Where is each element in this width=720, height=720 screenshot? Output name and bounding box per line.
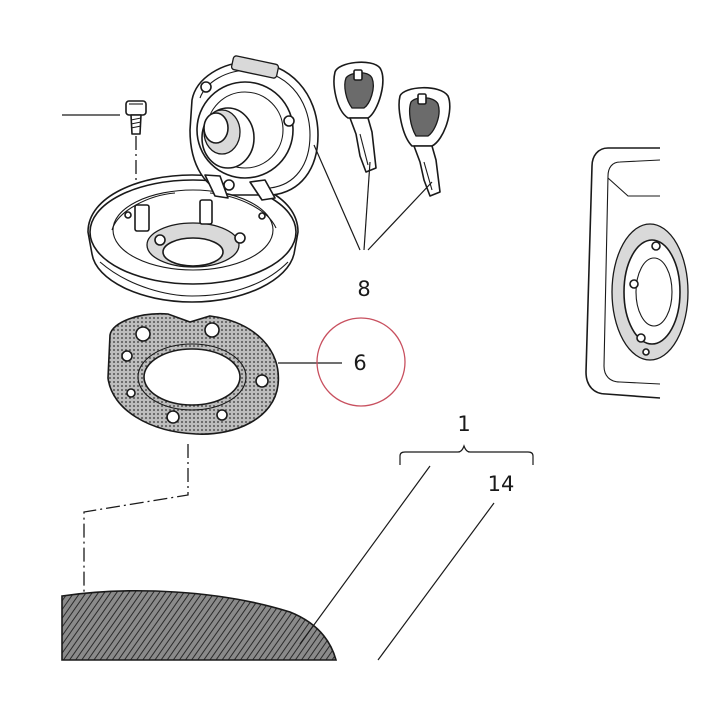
fuel-tank (61, 590, 338, 661)
assembly-axis-line (83, 444, 189, 660)
callout-1-label: 1 (457, 412, 470, 436)
gasket-seal (107, 312, 280, 435)
callout-8-label: 8 (357, 277, 370, 301)
callout-8-leaders (313, 144, 433, 251)
filler-cap-base (87, 174, 299, 303)
callout-6-highlight-circle (316, 317, 406, 407)
callout-14-leader (377, 502, 495, 661)
filler-cap-lid (189, 55, 319, 201)
callout-14-label: 14 (488, 472, 515, 496)
key-left (333, 61, 384, 173)
right-side-component (585, 147, 689, 399)
callout-6-label: 6 (353, 351, 366, 375)
screw (125, 100, 147, 135)
key-right (398, 86, 451, 197)
callout-1-leader (299, 465, 431, 645)
callout-1-bracket (399, 444, 534, 465)
